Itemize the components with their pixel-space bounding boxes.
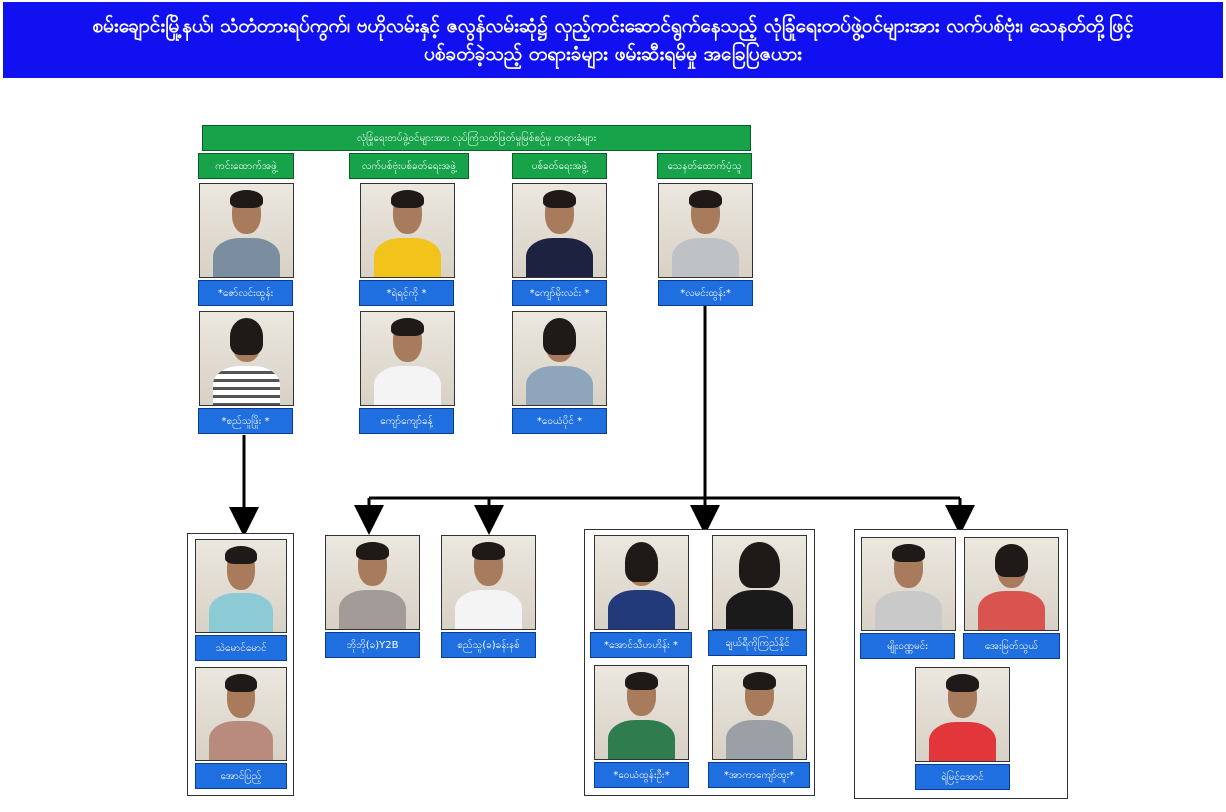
name-label-p17: အေးမြတ်သွယ်	[963, 633, 1060, 659]
photo-p17	[964, 537, 1059, 631]
photo-p16	[861, 537, 956, 631]
name-label-p12: *အောင်သီဟဟိန်း *	[590, 632, 692, 658]
photo-p8	[195, 539, 287, 633]
name-label-p8: သဲမောင်မောင်	[195, 635, 287, 661]
name-label-p15: *အာကာကျော်ထူး*	[708, 762, 810, 788]
name-label-p7: *ဝေယံပိုင် *	[512, 408, 607, 434]
photo-p2	[360, 183, 455, 278]
title-banner: စမ်းချောင်းမြို့နယ်၊ သံတံတားရပ်ကွက်၊ ဗဟိ…	[3, 2, 1223, 78]
name-label-p10: ဘိုဘို(ခ)Y2B	[325, 632, 420, 658]
photo-p10	[325, 535, 420, 630]
group-label-scouts: ကင်းထောက်အဖွဲ့	[198, 153, 294, 179]
name-label-p16: မျိုးဝဏ္ဏမင်း	[860, 633, 955, 659]
photo-p14	[594, 665, 689, 760]
name-label-p13: ချယ်ရီကိုကြည်နိုင်	[708, 630, 807, 656]
photo-p13	[712, 535, 807, 630]
name-label-p9: အောင်ပြည့်	[195, 763, 287, 789]
photo-p4	[658, 183, 753, 278]
name-label-p2: *ရဲရင့်ကို *	[359, 280, 454, 306]
name-label-p11: စည်သူ(ခ)ခန်းနစ်	[441, 632, 536, 658]
photo-p1	[199, 183, 294, 278]
name-label-p4: *လမင်းထွန်း*	[658, 280, 753, 306]
photo-p11	[441, 535, 536, 630]
photo-p6	[360, 311, 455, 406]
name-label-p5: *စည်သူဖြိုး *	[198, 408, 293, 434]
group-label-grenade: လက်ပစ်ဗုံးပစ်ခတ်ရေးအဖွဲ့	[349, 153, 469, 179]
photo-p18	[915, 667, 1010, 762]
group-label-shooters: ပစ်ခတ်ရေးအဖွဲ့	[512, 153, 607, 179]
photo-p9	[195, 667, 287, 761]
photo-p5	[199, 311, 294, 406]
name-label-p18: ရဲမြင့်အောင်	[915, 764, 1010, 790]
banner-line-2: ပစ်ခတ်ခဲ့သည့် တရားခံများ ဖမ်းဆီးရမိမှု အ…	[424, 43, 802, 65]
photo-p7	[512, 311, 607, 406]
photo-p12	[594, 535, 689, 630]
banner-line-1: စမ်းချောင်းမြို့နယ်၊ သံတံတားရပ်ကွက်၊ ဗဟိ…	[92, 15, 1134, 37]
name-label-p3: *ကျော်မိုးလင်း *	[512, 280, 607, 306]
name-label-p6: ကျော်ကျော်ခန့်	[359, 408, 454, 434]
org-chart-header: လုံခြုံရေးတပ်ဖွဲ့ဝင်များအား လုပ်ကြံသတ်ဖြ…	[202, 125, 751, 151]
photo-p15	[712, 665, 807, 760]
name-label-p14: *ဝေယံထွန်းဦး*	[594, 762, 689, 788]
photo-p3	[512, 183, 607, 278]
name-label-p1: *ဇော်လင်းထွန်း	[198, 280, 293, 306]
group-label-gun-supplier: သေနတ်ထောက်ပံ့သူ	[657, 153, 752, 179]
